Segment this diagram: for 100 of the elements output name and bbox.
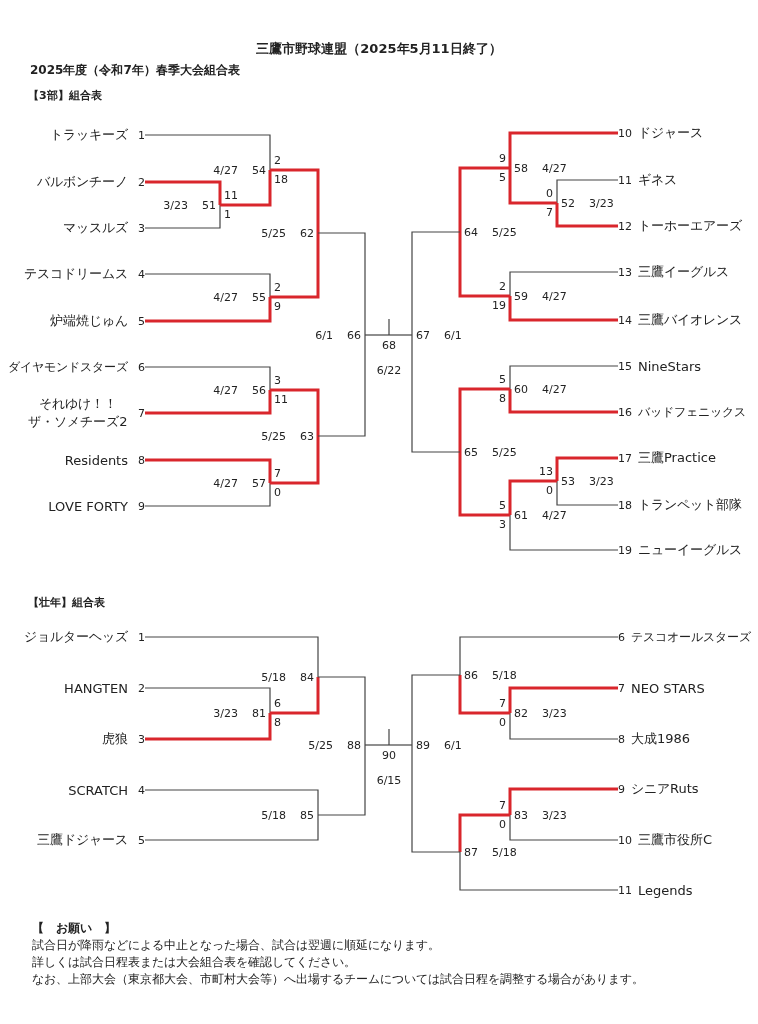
score-label: 6 <box>273 697 282 710</box>
seed-number: 5 <box>138 833 145 847</box>
seed-number: 1 <box>138 630 145 644</box>
match-number: 88 <box>347 738 361 752</box>
match-date: 3/23 <box>589 474 614 488</box>
match-date: 4/27 <box>542 161 567 175</box>
bracket-line <box>509 712 619 740</box>
match-number: 53 <box>561 474 575 488</box>
bracket-line <box>458 166 510 232</box>
score-label: 7 <box>545 206 554 219</box>
match-number: 90 <box>382 749 396 762</box>
bracket-line <box>364 744 390 746</box>
score-label: 11 <box>273 393 289 406</box>
score-label: 7 <box>498 799 507 812</box>
bracket-line <box>411 744 461 853</box>
match-number: 61 <box>514 508 528 522</box>
match-date: 5/25 <box>492 225 517 239</box>
team-name: 三鷹Practice <box>638 449 716 467</box>
team-name: LOVE FORTY <box>48 498 128 514</box>
note-text: 詳しくは試合日程表または大会組合表を確認してください。 <box>32 954 356 971</box>
match-number: 55 <box>252 290 266 304</box>
match-number: 81 <box>252 706 266 720</box>
score-label: 0 <box>498 818 507 831</box>
seed-number: 2 <box>138 681 145 695</box>
bracket-line <box>508 389 618 414</box>
match-number: 52 <box>561 196 575 210</box>
bracket-line <box>411 674 461 746</box>
seed-number: 9 <box>618 782 625 796</box>
seed-number: 7 <box>138 406 145 420</box>
seed-number: 5 <box>138 314 145 328</box>
bracket-line <box>144 134 271 171</box>
seed-number: 10 <box>618 833 632 847</box>
bracket-line <box>459 851 619 891</box>
bracket-line <box>458 387 510 452</box>
bracket-line <box>144 789 319 816</box>
team-name: 三鷹バイオレンス <box>638 311 742 329</box>
bracket-line <box>458 232 510 298</box>
score-label: 8 <box>498 392 507 405</box>
match-date: 4/27 <box>542 508 567 522</box>
team-name: バルボンチーノ <box>37 173 128 191</box>
bracket-line <box>270 168 320 233</box>
score-label: 1 <box>223 208 232 221</box>
score-label: 3 <box>498 518 507 531</box>
team-name: テスコオールスターズ <box>631 629 751 645</box>
bracket-line <box>145 713 272 741</box>
match-number: 84 <box>300 670 314 684</box>
seed-number: 3 <box>138 221 145 235</box>
match-date: 5/25 <box>308 738 333 752</box>
bracket-line <box>459 636 619 676</box>
bracket-line <box>458 675 510 715</box>
seed-number: 2 <box>138 175 145 189</box>
seed-number: 3 <box>138 732 145 746</box>
match-number: 62 <box>300 226 314 240</box>
match-date: 3/23 <box>163 198 188 212</box>
match-number: 56 <box>252 383 266 397</box>
team-name: トランペット部隊 <box>638 496 742 514</box>
bracket-line <box>220 170 272 207</box>
bracket-line <box>317 744 366 816</box>
seed-number: 17 <box>618 451 632 465</box>
team-name: ドジャース <box>638 124 703 142</box>
seed-number: 11 <box>618 173 632 187</box>
bracket-line <box>145 297 272 323</box>
seed-number: 1 <box>138 128 145 142</box>
match-date: 4/27 <box>213 163 238 177</box>
match-date: 6/1 <box>315 328 333 342</box>
seed-number: 9 <box>138 499 145 513</box>
bracket-line <box>508 686 618 713</box>
match-number: 83 <box>514 808 528 822</box>
bracket-line <box>411 231 461 336</box>
match-date: 4/27 <box>213 290 238 304</box>
match-number: 58 <box>514 161 528 175</box>
match-number: 66 <box>347 328 361 342</box>
bracket-line <box>144 814 319 841</box>
match-number: 57 <box>252 476 266 490</box>
bracket-line <box>508 131 618 168</box>
bracket-line <box>411 334 461 453</box>
score-label: 0 <box>273 486 282 499</box>
score-label: 0 <box>498 716 507 729</box>
match-number: 82 <box>514 706 528 720</box>
score-label: 8 <box>273 716 282 729</box>
bracket-line <box>508 296 618 322</box>
match-number: 89 <box>416 738 430 752</box>
match-number: 87 <box>464 845 478 859</box>
match-number: 86 <box>464 668 478 682</box>
bracket-line <box>144 482 271 507</box>
match-number: 51 <box>202 198 216 212</box>
match-date: 4/27 <box>542 382 567 396</box>
match-number: 63 <box>300 429 314 443</box>
team-name: ニューイーグルス <box>638 541 742 559</box>
bracket-line <box>388 744 413 746</box>
section-heading: 【3部】組合表 <box>28 88 102 103</box>
bracket-line <box>388 334 413 336</box>
team-name: 三鷹市役所C <box>638 831 713 849</box>
match-number: 85 <box>300 808 314 822</box>
match-date: 6/1 <box>444 738 462 752</box>
bracket-line <box>144 687 271 714</box>
bracket-line <box>145 180 222 205</box>
score-label: 2 <box>498 280 507 293</box>
score-label: 19 <box>491 299 507 312</box>
seed-number: 12 <box>618 219 632 233</box>
